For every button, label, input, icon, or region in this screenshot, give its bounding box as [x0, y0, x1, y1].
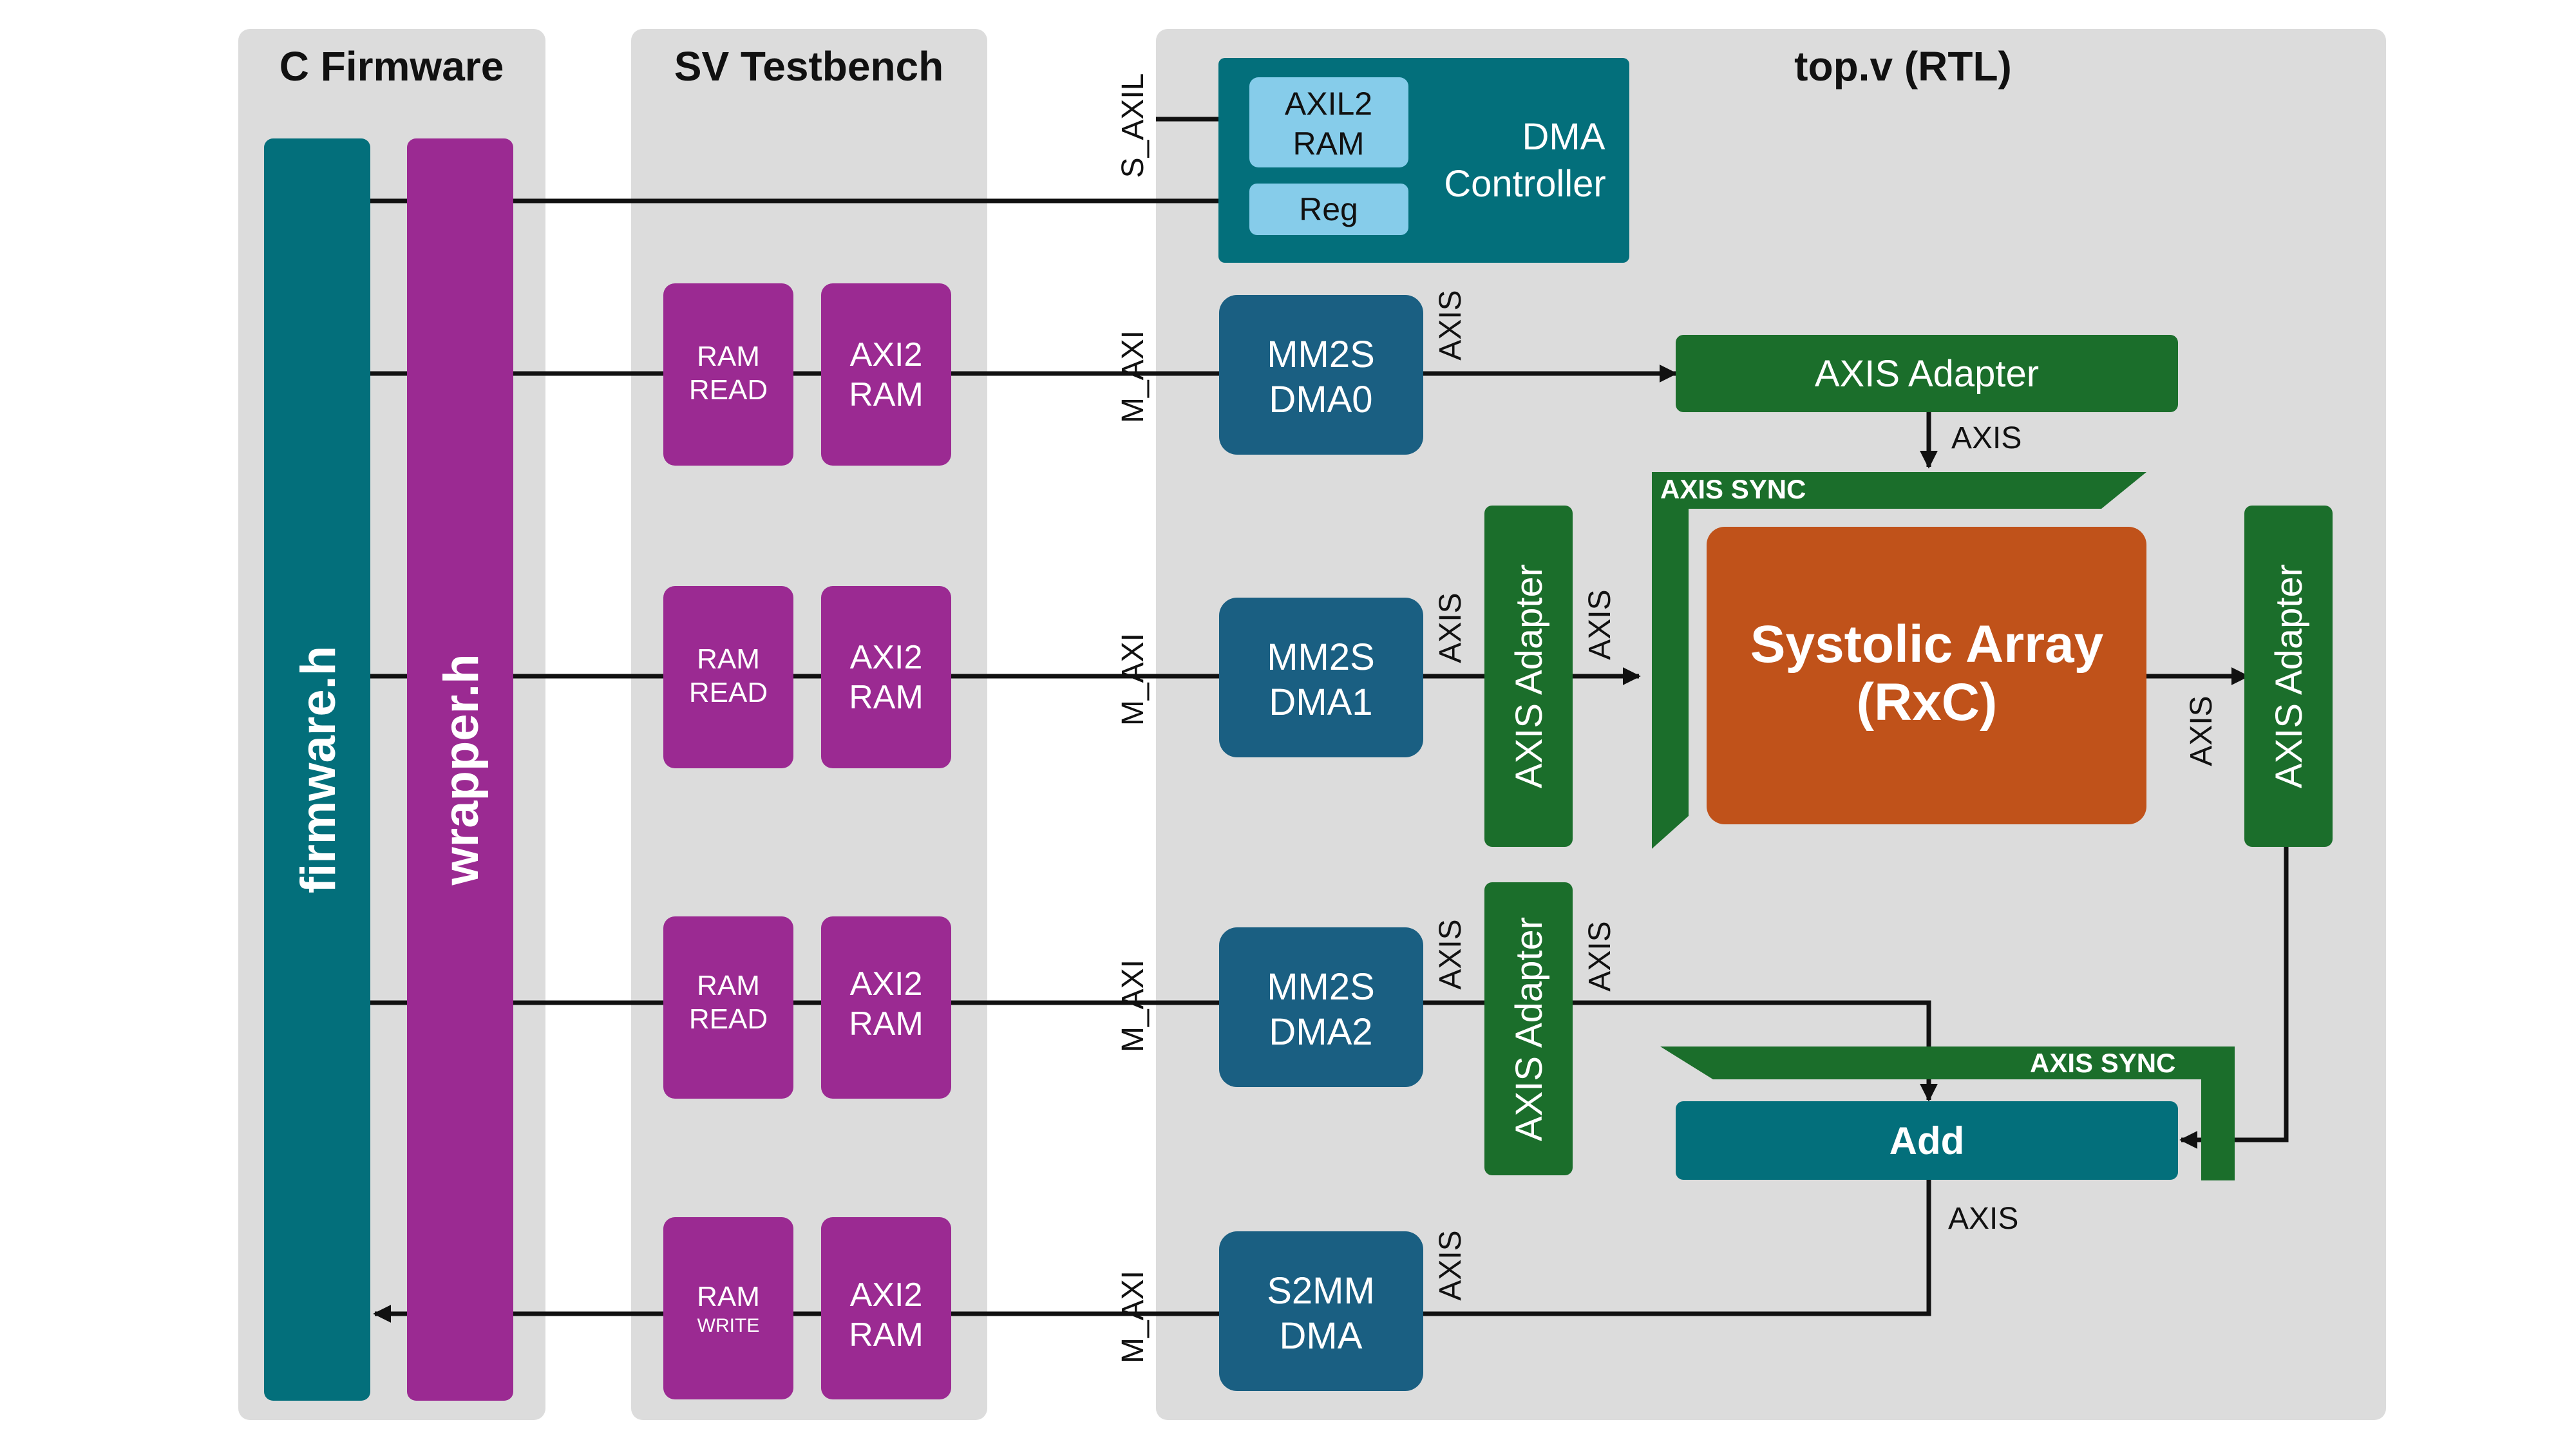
ram-label-line2: READ: [689, 374, 768, 406]
dma-box: [1219, 927, 1423, 1087]
dma-box: [1219, 295, 1423, 455]
ram-label-line2: READ: [689, 1003, 768, 1035]
dma-label-line2: DMA2: [1269, 1011, 1372, 1053]
axil2ram-box: [1249, 77, 1408, 167]
dma-controller-title-line1: DMA: [1522, 116, 1605, 158]
axi2ram-box: [821, 916, 951, 1099]
ram-box: [663, 283, 793, 466]
wire-add-output: [1423, 1180, 1931, 1316]
dma-box: [1219, 1231, 1423, 1391]
axis-adapter-top: [1676, 335, 2178, 412]
firmware-h-label: firmware.h: [291, 646, 346, 893]
axi2ram-box: [821, 1217, 951, 1399]
axis-adapter-dma1-out-label: AXIS: [1583, 589, 1617, 659]
dma-controller-title-line2: Controller: [1444, 163, 1605, 205]
m-axi-port-label: M_AXI: [1116, 633, 1150, 726]
wrapper-h-bar: [407, 138, 513, 1401]
ram-label-line1: RAM: [697, 970, 760, 1001]
dma-label-line2: DMA0: [1269, 379, 1372, 421]
dma-label-line2: DMA: [1280, 1315, 1363, 1357]
m-axi-port-label: M_AXI: [1116, 1271, 1150, 1363]
axi2ram-label-line1: AXI2: [850, 336, 923, 374]
testbench-panel-title: SV Testbench: [674, 43, 943, 90]
axi2ram-label-line2: RAM: [849, 1316, 923, 1354]
s-axil-port-label: S_AXIL: [1116, 73, 1150, 178]
add-out-label: AXIS: [1948, 1202, 2018, 1236]
systolic-array-label-line2: (RxC): [1857, 673, 1998, 732]
dma-axis-label: AXIS: [1434, 592, 1468, 663]
axi2ram-box: [821, 586, 951, 768]
firmware-panel-title: C Firmware: [279, 43, 504, 90]
ram-box: [663, 586, 793, 768]
axi2ram-label-line2: RAM: [849, 1005, 923, 1043]
reg-label: Reg: [1299, 191, 1358, 227]
add-label: Add: [1889, 1119, 1965, 1162]
dma-axis-label: AXIS: [1434, 290, 1468, 360]
dma-label-line1: S2MM: [1267, 1270, 1375, 1312]
axil2ram-label-line2: RAM: [1293, 126, 1364, 162]
axis-adapter-right-in-label: AXIS: [2184, 696, 2219, 766]
dma-axis-label: AXIS: [1434, 919, 1468, 989]
axis-sync-lower-label: AXIS SYNC: [2030, 1048, 2175, 1078]
axis-sync-upper-label: AXIS SYNC: [1660, 474, 1806, 504]
ram-label-line2: WRITE: [697, 1315, 760, 1336]
reg-box: [1249, 184, 1408, 235]
axi2ram-label-line1: AXI2: [850, 965, 923, 1003]
dma-box: [1219, 598, 1423, 757]
systolic-array-box: [1707, 527, 2146, 824]
axis-adapter-top-out-label: AXIS: [1951, 421, 2022, 455]
add-box: [1676, 1101, 2178, 1180]
systolic-array-label-line1: Systolic Array: [1750, 615, 2104, 674]
axis-adapter-dma1-label: AXIS Adapter: [1508, 564, 1550, 788]
dma-axis-label: AXIS: [1434, 1230, 1468, 1300]
axi2ram-label-line1: AXI2: [850, 1276, 923, 1314]
dma-label-line1: MM2S: [1267, 966, 1375, 1008]
axis-adapter-right-label: AXIS Adapter: [2268, 564, 2310, 788]
axis-adapter-right: [2244, 506, 2333, 847]
m-axi-port-label: M_AXI: [1116, 330, 1150, 423]
axi2ram-box: [821, 283, 951, 466]
ram-label-line1: RAM: [697, 1281, 760, 1312]
axi2ram-label-line1: AXI2: [850, 639, 923, 676]
ram-box: [663, 1217, 793, 1399]
axis-sync-lower-bar: [1660, 1046, 2235, 1180]
wrapper-h-label: wrapper.h: [434, 654, 489, 886]
axil2ram-label-line1: AXIL2: [1285, 86, 1372, 122]
axis-adapter-dma2-label: AXIS Adapter: [1508, 917, 1550, 1141]
axis-adapter-dma2: [1484, 882, 1573, 1175]
dma-label-line1: MM2S: [1267, 636, 1375, 678]
dma-label-line2: DMA1: [1269, 681, 1372, 723]
axis-adapter-top-label: AXIS Adapter: [1815, 353, 2039, 395]
axis-adapter-dma1: [1484, 506, 1573, 847]
firmware-h-bar: [264, 138, 370, 1401]
ram-label-line2: READ: [689, 677, 768, 708]
ram-box: [663, 916, 793, 1099]
m-axi-port-label: M_AXI: [1116, 960, 1150, 1052]
dma-label-line1: MM2S: [1267, 334, 1375, 375]
ram-label-line1: RAM: [697, 643, 760, 675]
axi2ram-label-line2: RAM: [849, 679, 923, 716]
ram-label-line1: RAM: [697, 341, 760, 372]
axis-adapter-dma2-out-label: AXIS: [1583, 921, 1617, 991]
axi2ram-label-line2: RAM: [849, 376, 923, 413]
rtl-panel-title: top.v (RTL): [1794, 43, 2012, 90]
